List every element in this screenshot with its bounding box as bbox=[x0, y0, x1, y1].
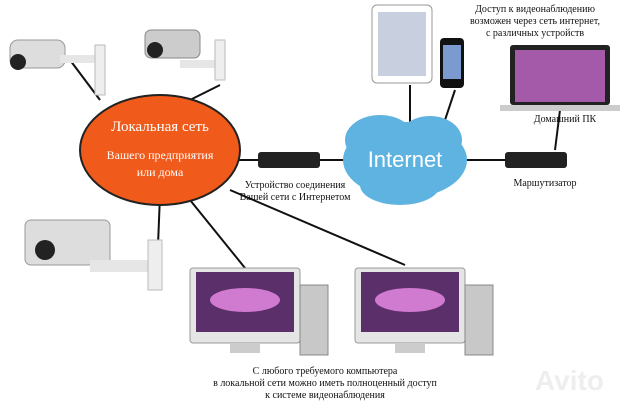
router-icon bbox=[505, 152, 567, 168]
note-line: С любого требуемого компьютера bbox=[252, 366, 398, 377]
phone-icon bbox=[440, 38, 464, 88]
computer-2-icon bbox=[354, 267, 494, 356]
network-line3: или дома bbox=[136, 165, 184, 179]
modem-label-line: Устройство соединения bbox=[244, 180, 346, 191]
laptop-icon bbox=[500, 45, 620, 111]
internet-label: Internet bbox=[367, 147, 443, 172]
home-pc-label: Домашний ПК bbox=[533, 114, 597, 125]
local-access-note: С любого требуемого компьютера в локальн… bbox=[210, 366, 440, 402]
note-line: возможен через сеть интернет, bbox=[470, 16, 600, 27]
local-network-oval bbox=[79, 94, 241, 206]
remote-access-note: Доступ к видеонаблюдению возможен через … bbox=[450, 4, 620, 40]
note-line: с различных устройств bbox=[485, 28, 585, 39]
computer-1-icon bbox=[189, 267, 329, 356]
internet-cloud bbox=[343, 115, 467, 205]
note-line: Доступ к видеонаблюдению bbox=[475, 4, 595, 15]
note-line: в локальной сети можно иметь полноценный… bbox=[213, 378, 437, 389]
modem-label: Устройство соединения Вашей сети с Интер… bbox=[230, 180, 360, 204]
note-line: к системе видеонаблюдения bbox=[265, 390, 385, 401]
modem-icon bbox=[258, 152, 320, 168]
network-line2: Вашего предприятия bbox=[106, 148, 214, 162]
network-title: Локальная сеть bbox=[111, 119, 209, 135]
camera-1-icon bbox=[9, 39, 106, 96]
tablet-icon bbox=[371, 4, 433, 84]
camera-3-icon bbox=[24, 219, 163, 291]
modem-label-line: Вашей сети с Интернетом bbox=[239, 192, 351, 203]
router-label: Маршутизатор bbox=[513, 178, 577, 189]
avito-watermark: Avito bbox=[535, 365, 604, 396]
camera-2-icon bbox=[144, 29, 226, 81]
